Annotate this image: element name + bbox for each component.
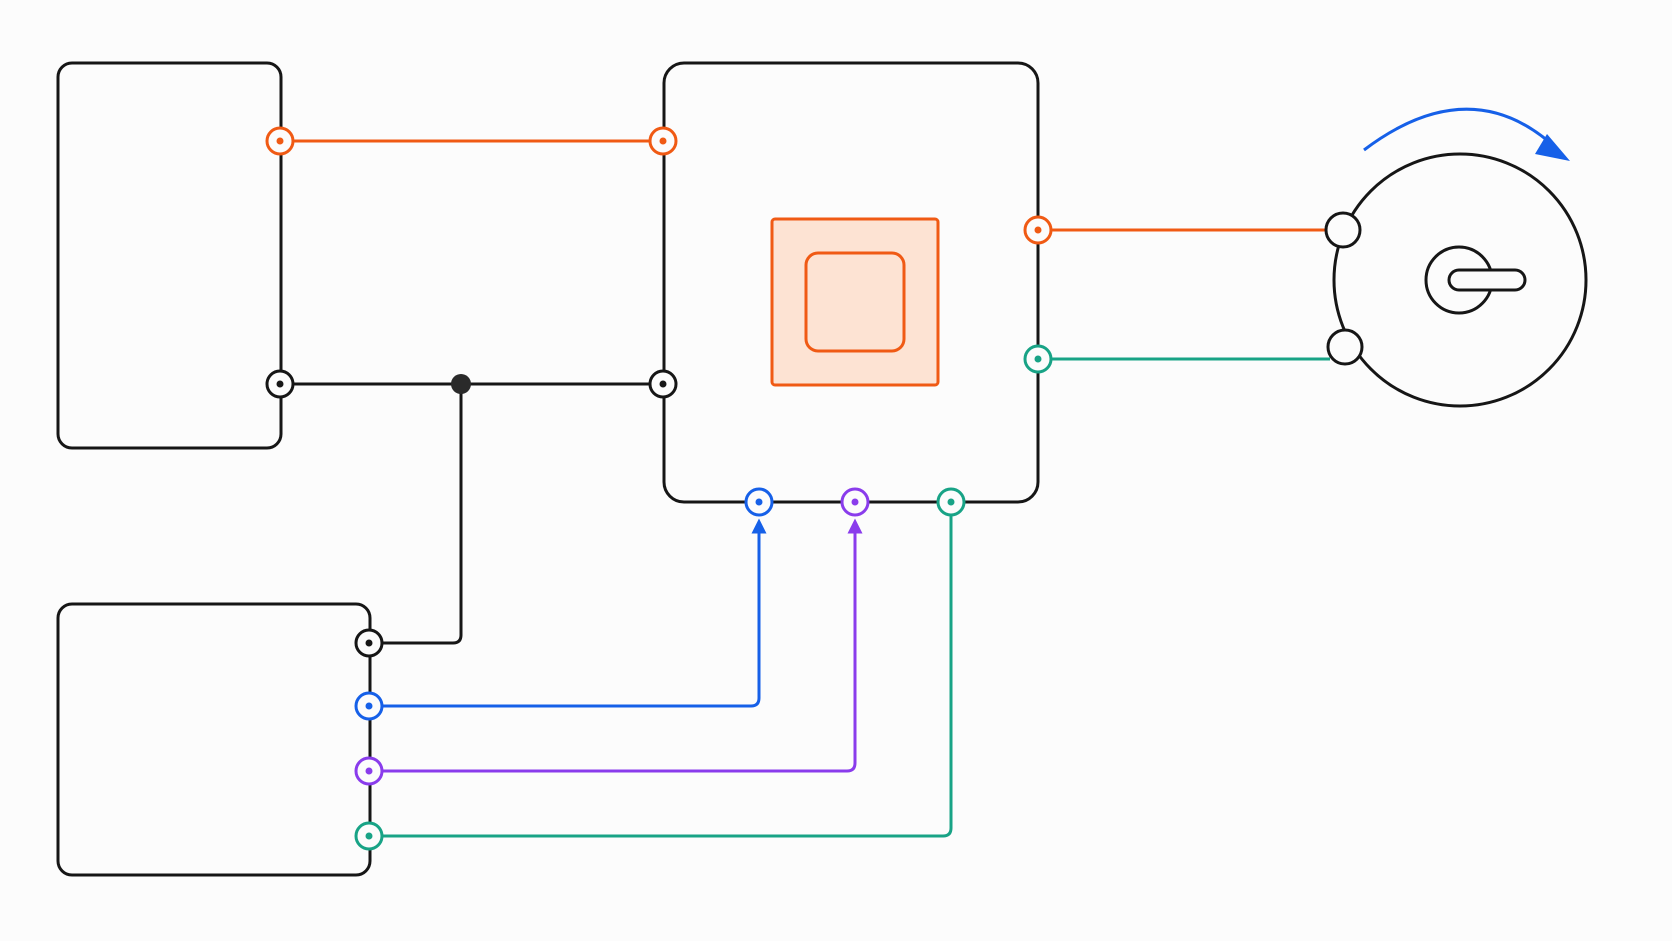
terminal-bottom-left-blue — [354, 691, 384, 721]
block-top-left — [56, 61, 283, 450]
rotation-arrowhead-icon — [1535, 134, 1570, 161]
chip-inner — [804, 251, 906, 353]
rotation-arrow — [1363, 107, 1557, 152]
terminal-bottom-left-black — [354, 628, 384, 658]
terminal-controller-orange-in — [648, 126, 678, 156]
terminal-controller-orange-out — [1023, 215, 1053, 245]
terminal-controller-blue — [744, 487, 774, 517]
junction-node — [451, 374, 471, 394]
wire-blue-signal — [369, 518, 767, 708]
motor-terminal-top — [1324, 211, 1362, 249]
terminal-controller-black-in — [648, 369, 678, 399]
wire-green-signal — [369, 502, 953, 838]
block-bottom-left — [56, 602, 372, 877]
wire-purple-signal — [369, 518, 863, 773]
wire-black-ground-drop — [369, 384, 463, 645]
terminal-top-left-black — [265, 369, 295, 399]
motor-terminal-bottom — [1326, 328, 1364, 366]
terminal-bottom-left-purple — [354, 756, 384, 786]
terminal-controller-green-out — [1023, 344, 1053, 374]
chip-outer — [770, 217, 940, 387]
motor-shaft-key — [1447, 268, 1527, 292]
terminal-controller-green — [936, 487, 966, 517]
terminal-bottom-left-green — [354, 821, 384, 851]
terminal-top-left-orange — [265, 126, 295, 156]
terminal-controller-purple — [840, 487, 870, 517]
